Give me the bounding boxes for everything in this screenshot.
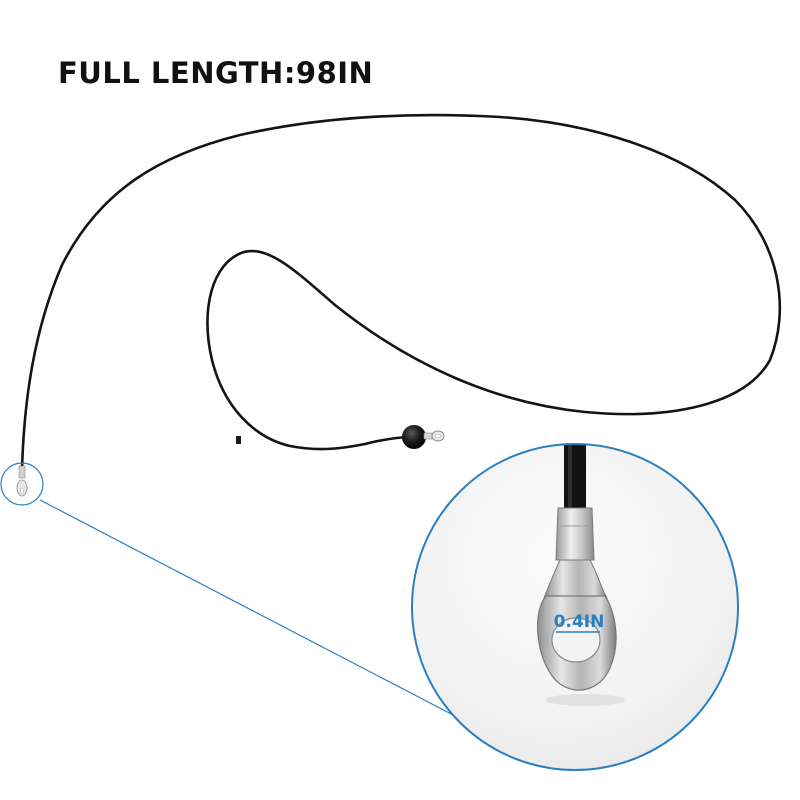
cable-clamp — [236, 436, 241, 444]
rubber-ball-stopper-icon — [402, 425, 426, 449]
zoom-connector-line — [39, 499, 456, 717]
highlight-circle-icon — [0, 462, 44, 506]
eyelet-diameter-label: 0.4IN — [553, 612, 605, 632]
cable-end-loop — [423, 430, 445, 442]
zoom-circle — [411, 443, 739, 771]
cable-end-terminal — [16, 465, 28, 497]
full-length-title: FULL LENGTH:98IN — [58, 56, 374, 90]
cable-wire — [20, 113, 782, 472]
